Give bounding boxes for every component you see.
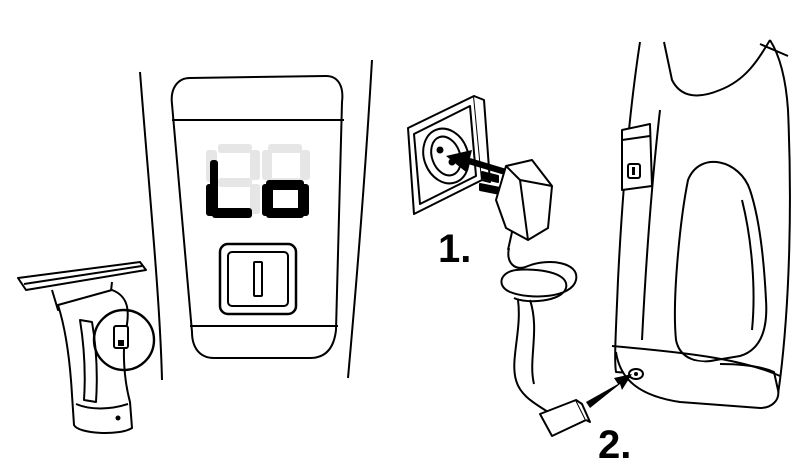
- arrow-icon: [446, 150, 510, 176]
- charger-adapter-icon: [479, 159, 553, 251]
- step-1-label: 1.: [438, 227, 471, 271]
- device-closeup: [611, 39, 791, 409]
- display-highlight-circle: [92, 308, 156, 372]
- device-top-bevel: [663, 39, 771, 97]
- display-panel: [170, 74, 344, 359]
- display-closeup: [139, 59, 373, 381]
- squeegee-blade: [23, 265, 143, 285]
- housing-right-edge: [347, 59, 373, 379]
- device-overview: [17, 261, 156, 435]
- mini-power-button: [118, 340, 124, 346]
- device-display-module: [621, 123, 653, 191]
- power-button-icon: [253, 261, 263, 297]
- device-tank: [75, 403, 129, 410]
- dc-plug: [539, 399, 591, 437]
- device-base-line: [611, 345, 781, 377]
- arrow-icon: [586, 374, 632, 408]
- step-2-label: 2.: [598, 423, 631, 467]
- power-button[interactable]: [218, 242, 298, 316]
- wall-socket-icon: [407, 95, 491, 215]
- device-side-panel: [641, 109, 661, 341]
- lcd-display: Lo: [206, 144, 310, 218]
- lcd-char-L: [206, 150, 252, 218]
- device-handle-cutout: [673, 161, 768, 363]
- device-handle-inner: [741, 199, 755, 331]
- housing-left-edge: [139, 71, 163, 381]
- lcd-char-o: [262, 180, 309, 218]
- device-screw: [115, 415, 121, 421]
- charger-cable: [500, 247, 578, 413]
- mini-display: [113, 325, 129, 349]
- device-top-edge: [759, 43, 789, 57]
